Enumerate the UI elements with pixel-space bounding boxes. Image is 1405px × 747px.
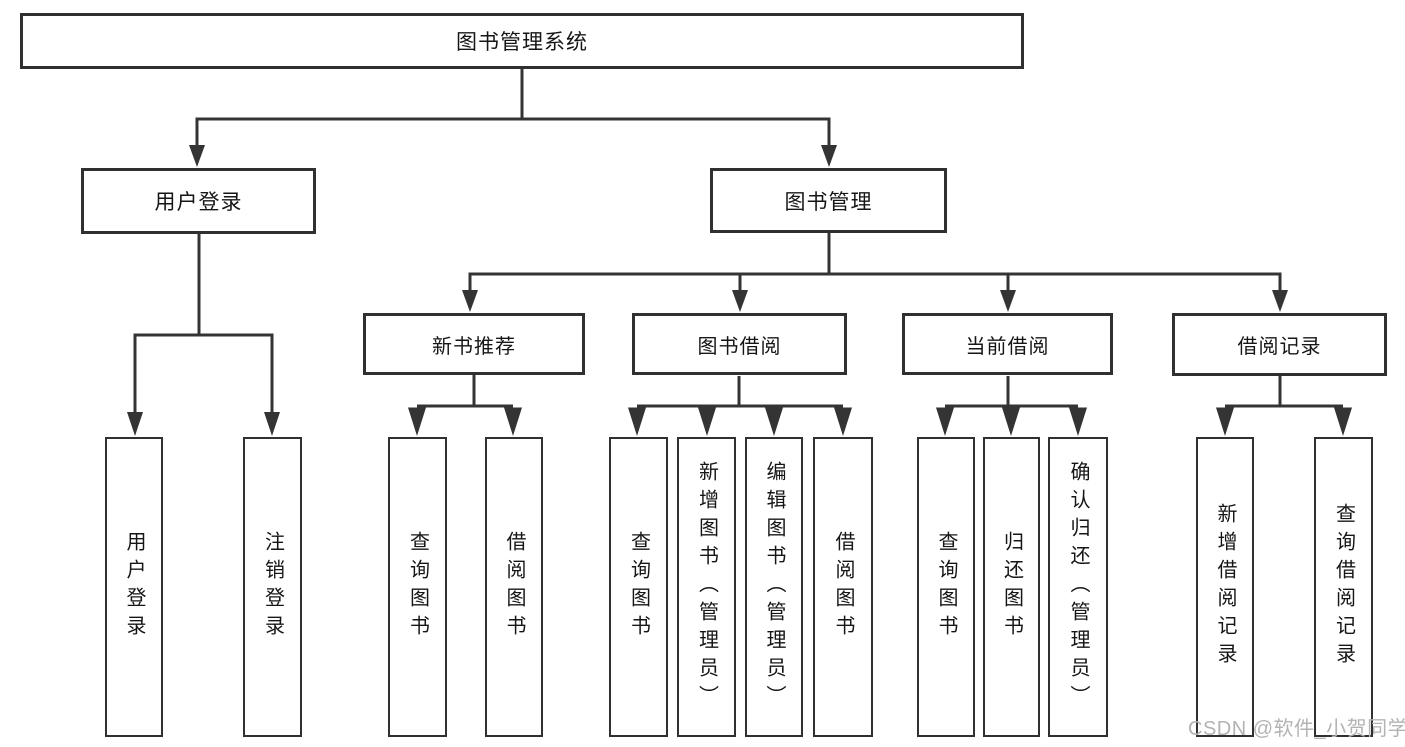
leaf-borrow-books: 借阅图书 bbox=[813, 437, 873, 737]
leaf-return-book: 归还图书 bbox=[983, 437, 1040, 737]
leaf-logout: 注销登录 bbox=[243, 437, 302, 737]
arrow-down-icon bbox=[1002, 407, 1020, 436]
arrow-down-icon bbox=[936, 407, 954, 436]
node-library-management-system: 图书管理系统 bbox=[20, 13, 1024, 69]
node-new-book-recommendation: 新书推荐 bbox=[363, 313, 585, 375]
arrow-down-icon bbox=[765, 407, 783, 436]
leaf-query-books-borrow: 查询图书 bbox=[609, 437, 668, 737]
leaf-add-book-admin: 新增图书（管理员） bbox=[677, 437, 736, 737]
arrow-down-icon bbox=[834, 407, 852, 436]
node-current-borrowing: 当前借阅 bbox=[902, 313, 1113, 375]
arrow-down-icon bbox=[127, 412, 143, 436]
arrow-down-icon bbox=[698, 407, 716, 436]
arrow-down-icon bbox=[1216, 407, 1234, 436]
arrow-down-icon bbox=[1000, 290, 1016, 312]
leaf-add-borrow-record: 新增借阅记录 bbox=[1196, 437, 1254, 737]
arrow-down-icon bbox=[408, 407, 426, 436]
leaf-query-books-recommend: 查询图书 bbox=[388, 437, 447, 737]
leaf-borrow-books-recommend: 借阅图书 bbox=[485, 437, 543, 737]
arrow-down-icon bbox=[1272, 290, 1288, 312]
leaf-edit-book-admin: 编辑图书（管理员） bbox=[745, 437, 803, 737]
arrowheads bbox=[127, 145, 1352, 436]
node-book-borrowing: 图书借阅 bbox=[632, 313, 847, 375]
connector-root-branches bbox=[133, 69, 1343, 413]
arrow-down-icon bbox=[1334, 407, 1352, 436]
arrow-down-icon bbox=[732, 290, 748, 312]
arrow-down-icon bbox=[504, 407, 522, 436]
leaf-confirm-return-admin: 确认归还（管理员） bbox=[1048, 437, 1108, 737]
leaf-user-login: 用户登录 bbox=[105, 437, 163, 737]
arrow-down-icon bbox=[462, 290, 478, 312]
csdn-watermark: CSDN @软件_小贺同学 bbox=[1188, 718, 1405, 740]
leaf-query-borrow-record: 查询借阅记录 bbox=[1314, 437, 1373, 737]
arrow-down-icon bbox=[821, 145, 837, 167]
arrow-down-icon bbox=[189, 145, 205, 167]
arrow-down-icon bbox=[1069, 407, 1087, 436]
node-user-login-branch: 用户登录 bbox=[81, 168, 316, 234]
node-borrowing-records: 借阅记录 bbox=[1172, 313, 1387, 376]
arrow-down-icon bbox=[628, 407, 646, 436]
node-book-management-branch: 图书管理 bbox=[710, 168, 947, 233]
leaf-query-books-current: 查询图书 bbox=[917, 437, 975, 737]
arrow-down-icon bbox=[264, 412, 280, 436]
